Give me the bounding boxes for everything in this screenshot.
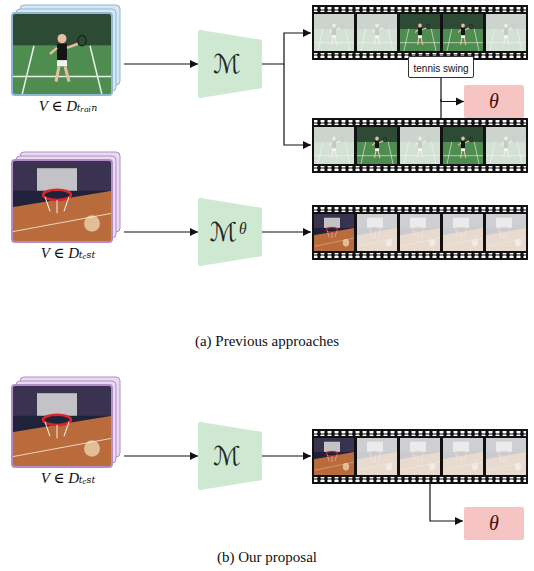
tennis-frame — [486, 127, 526, 164]
video-input: V ∈ Dₜₑₛₜ — [12, 152, 124, 262]
tennis-frame — [357, 14, 397, 51]
sprocket-holes — [314, 431, 526, 436]
pale-overlay — [314, 14, 354, 51]
node-text: V ∈ Dₜₑₛₜ — [41, 244, 96, 262]
flow-arrow — [441, 78, 464, 102]
basketball-frame — [400, 438, 440, 475]
strip-base — [312, 118, 528, 173]
output-arrow — [262, 231, 311, 232]
pale-overlay — [400, 438, 440, 475]
basketball-frame — [314, 214, 354, 251]
tennis-frame — [443, 14, 483, 51]
pale-overlay — [443, 438, 483, 475]
sprocket-holes — [314, 253, 526, 258]
pale-overlay — [400, 127, 440, 164]
video-stack — [12, 377, 120, 467]
pale-overlay — [443, 214, 483, 251]
video-stack — [12, 152, 120, 242]
node-text: ℳᶿ — [209, 217, 244, 248]
pale-overlay — [314, 127, 354, 164]
frame-border — [12, 385, 112, 467]
node-text: θ — [489, 90, 499, 113]
sprocket-holes — [314, 207, 526, 212]
pale-overlay — [357, 438, 397, 475]
trapezoid-fill — [200, 32, 260, 96]
basketball-frame — [12, 385, 112, 467]
model-block: ℳᶿ — [198, 198, 262, 266]
film-strip — [312, 118, 528, 173]
film-strip — [312, 205, 528, 260]
caption-text: (b) Our proposal — [217, 549, 317, 566]
node-text: V ∈ Dₜₑₛₜ — [41, 469, 96, 487]
class-tag: tennis swing — [408, 56, 473, 78]
tennis-frame — [314, 127, 354, 164]
video-input: V ∈ Dₜᵣₐᵢₙ — [12, 5, 124, 115]
basketball-frame — [443, 438, 483, 475]
model-block: ℳ — [198, 422, 262, 490]
basketball-frame — [486, 214, 526, 251]
film-strip — [312, 429, 528, 484]
output-arrow — [284, 64, 311, 145]
node-text: V ∈ Dₜᵣₐᵢₙ — [39, 97, 98, 115]
node-text: ℳ — [213, 441, 241, 472]
trapezoid-fill — [200, 200, 260, 264]
sprocket-holes — [314, 477, 526, 482]
output-arrow — [262, 33, 311, 64]
tennis-frame — [400, 127, 440, 164]
sprocket-holes — [314, 120, 526, 125]
output-arrow — [430, 484, 463, 521]
basketball-frame — [357, 438, 397, 475]
node-text: tennis swing — [413, 63, 468, 74]
basketball-frame — [400, 214, 440, 251]
tennis-frame — [12, 13, 112, 95]
trapezoid-fill — [200, 424, 260, 488]
basketball-frame — [486, 438, 526, 475]
pale-overlay — [486, 214, 526, 251]
strip-base — [312, 429, 528, 484]
strip-base — [312, 5, 528, 60]
frame-border — [12, 13, 112, 95]
tennis-frame — [357, 127, 397, 164]
tennis-frame — [443, 127, 483, 164]
sprocket-holes — [314, 166, 526, 171]
video-input: V ∈ Dₜₑₛₜ — [12, 377, 124, 487]
parameter-box: θ — [464, 85, 524, 118]
parameter-box: θ — [464, 507, 524, 540]
strip-base — [312, 205, 528, 260]
tennis-frame — [314, 14, 354, 51]
basketball-frame — [12, 160, 112, 242]
frame-border — [12, 160, 112, 242]
panel-caption: (a) Previous approaches — [0, 332, 534, 350]
node-text: ℳ — [213, 49, 241, 80]
flow-arrow — [124, 455, 198, 456]
caption-text: (a) Previous approaches — [195, 333, 339, 350]
flow-arrow — [124, 231, 198, 232]
panel-caption: (b) Our proposal — [0, 548, 534, 566]
pale-overlay — [357, 14, 397, 51]
sprocket-holes — [314, 7, 526, 12]
tennis-frame — [400, 14, 440, 51]
flow-arrow — [124, 63, 198, 64]
pale-overlay — [486, 127, 526, 164]
basketball-frame — [314, 438, 354, 475]
pale-overlay — [400, 214, 440, 251]
video-stack — [12, 5, 120, 95]
basketball-frame — [357, 214, 397, 251]
pale-overlay — [357, 214, 397, 251]
pale-overlay — [486, 438, 526, 475]
pale-overlay — [486, 14, 526, 51]
tennis-frame — [486, 14, 526, 51]
film-strip — [312, 5, 528, 60]
output-arrow — [262, 455, 311, 456]
basketball-frame — [443, 214, 483, 251]
node-text: θ — [489, 512, 499, 535]
model-block: ℳ — [198, 30, 262, 98]
